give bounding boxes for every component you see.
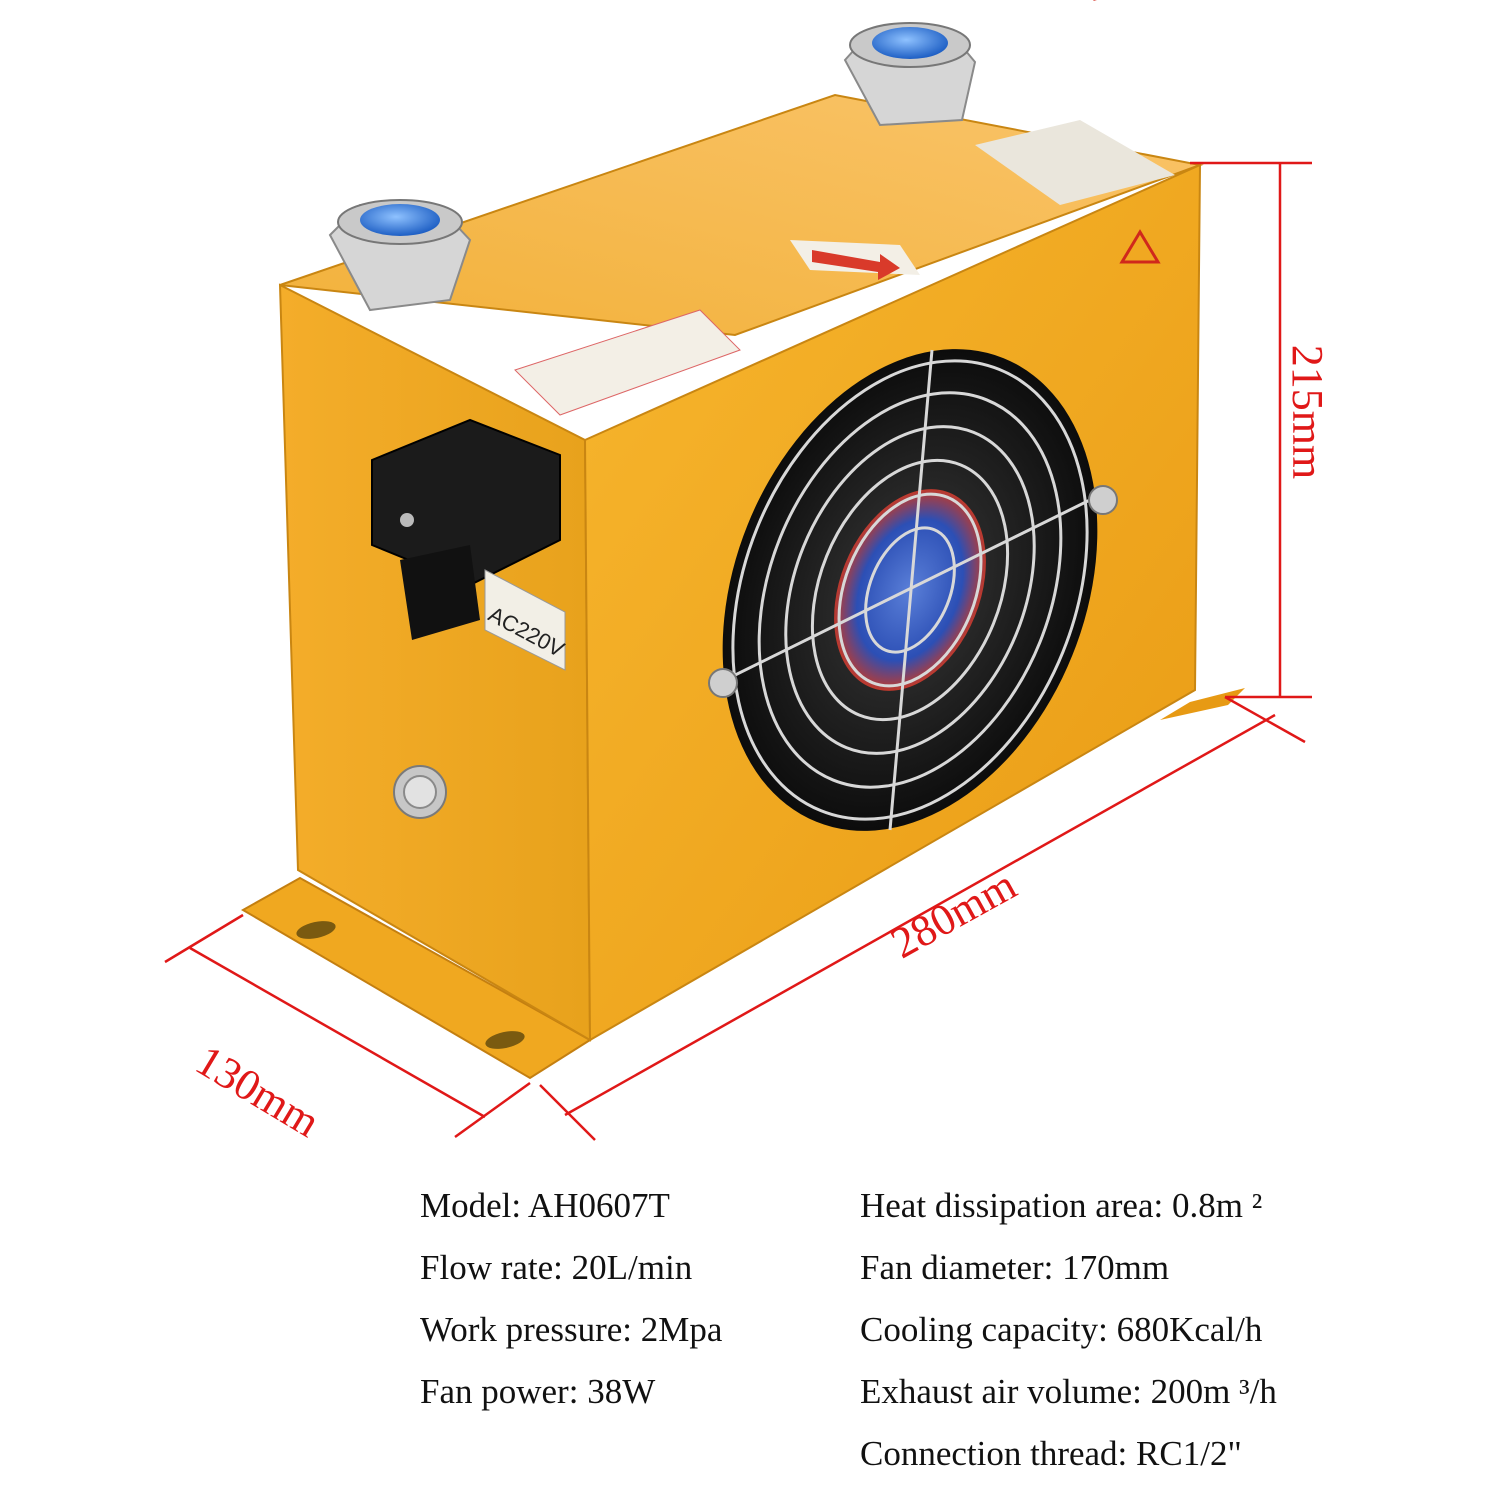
spec-connection-thread: Connection thread: RC1/2": [860, 1434, 1242, 1473]
height-dimension-label: 215mm: [1283, 344, 1333, 480]
dimension-lines: [164, 161, 1312, 1141]
product-photo: 215mm 280mm 130mm AC220V: [164, 0, 1333, 1147]
spec-fan-diameter: Fan diameter: 170mm: [860, 1248, 1170, 1287]
power-connector: [371, 418, 561, 640]
spec-work-pressure: Work pressure: 2Mpa: [420, 1310, 723, 1349]
spec-model: Model: AH0607T: [420, 1186, 670, 1225]
arrow-icon: [812, 250, 900, 280]
ground-bolt: [393, 765, 447, 819]
warning-triangle-icon: [1119, 229, 1161, 264]
top-sticker-1: [514, 309, 741, 416]
fan-assembly: [708, 349, 1118, 831]
top-sticker-2: [975, 120, 1175, 205]
outlet-fitting: [843, 22, 977, 127]
inlet-fitting: [328, 199, 472, 312]
spec-cooling-capacity: Cooling capacity: 680Kcal/h: [860, 1310, 1263, 1349]
spec-fan-power: Fan power: 38W: [420, 1372, 656, 1411]
spec-flow-rate: Flow rate: 20L/min: [420, 1248, 693, 1287]
spec-heat-dissipation-area: Heat dissipation area: 0.8m ²: [860, 1186, 1263, 1225]
voltage-label-plate: [484, 569, 566, 671]
spec-exhaust-air-volume: Exhaust air volume: 200m ³/h: [860, 1372, 1277, 1411]
oil-cooler-illustration: [164, 0, 1312, 1141]
mounting-feet: [240, 688, 1245, 1080]
